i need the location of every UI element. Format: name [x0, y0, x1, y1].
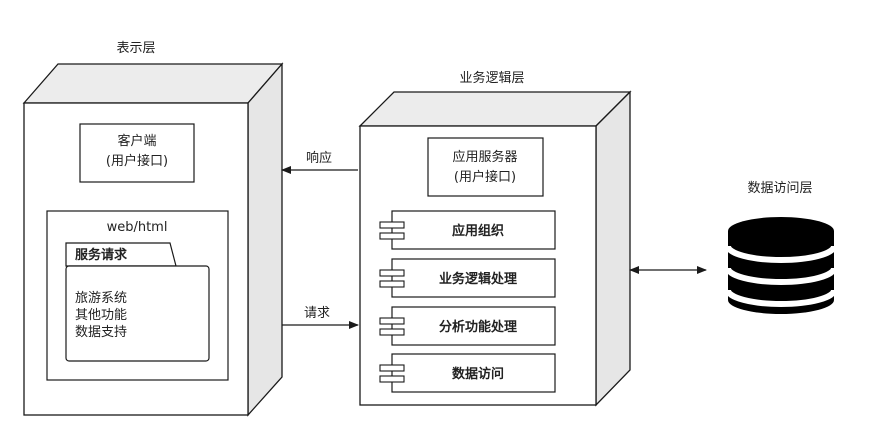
data-access-layer: 数据访问层 — [725, 181, 837, 314]
app-server-line1: 应用服务器 — [452, 149, 517, 165]
presentation-node-top — [22, 63, 284, 104]
package-item: 数据支持 — [75, 325, 127, 340]
business-node-top — [358, 91, 632, 127]
client-box-line2: (用户接口) — [106, 153, 168, 169]
client-box: 客户端 (用户接口) — [79, 123, 195, 183]
request-arrow-label: 请求 — [304, 306, 330, 321]
component-business-logic: 业务逻辑处理 — [379, 258, 556, 298]
app-server-box: 应用服务器 (用户接口) — [427, 137, 544, 197]
database-icon — [725, 217, 837, 314]
response-arrow-label: 响应 — [306, 150, 332, 166]
presentation-layer-node: 表示层 客户端 (用户接口) web/html 服务请求 旅游系统 其他功能 数… — [22, 41, 284, 417]
business-node-side — [595, 90, 631, 407]
presentation-node-side — [247, 62, 283, 417]
component-label: 应用组织 — [452, 223, 504, 239]
component-analysis: 分析功能处理 — [379, 306, 556, 346]
package-item: 其他功能 — [75, 308, 127, 323]
service-request-tab-label: 服务请求 — [75, 247, 128, 263]
client-box-line1: 客户端 — [117, 133, 156, 149]
presentation-layer-title: 表示层 — [116, 41, 155, 56]
response-arrow: 响应 — [281, 150, 358, 174]
component-label: 分析功能处理 — [439, 319, 517, 335]
app-server-line2: (用户接口) — [454, 169, 516, 185]
package-item: 旅游系统 — [75, 291, 127, 306]
component-app-organization: 应用组织 — [379, 210, 556, 250]
web-html-box: web/html 服务请求 旅游系统 其他功能 数据支持 — [46, 210, 229, 381]
data-layer-title: 数据访问层 — [747, 181, 812, 196]
component-label: 数据访问 — [452, 366, 504, 382]
component-label: 业务逻辑处理 — [439, 271, 517, 287]
web-html-label: web/html — [107, 220, 168, 235]
service-request-package: 服务请求 旅游系统 其他功能 数据支持 — [65, 242, 210, 362]
component-data-access: 数据访问 — [379, 353, 556, 393]
business-layer-title: 业务逻辑层 — [459, 70, 524, 86]
business-layer-node: 业务逻辑层 应用服务器 (用户接口) 应用组织 业务逻辑处理 分析功能处理 — [358, 70, 632, 407]
request-arrow: 请求 — [282, 306, 359, 329]
